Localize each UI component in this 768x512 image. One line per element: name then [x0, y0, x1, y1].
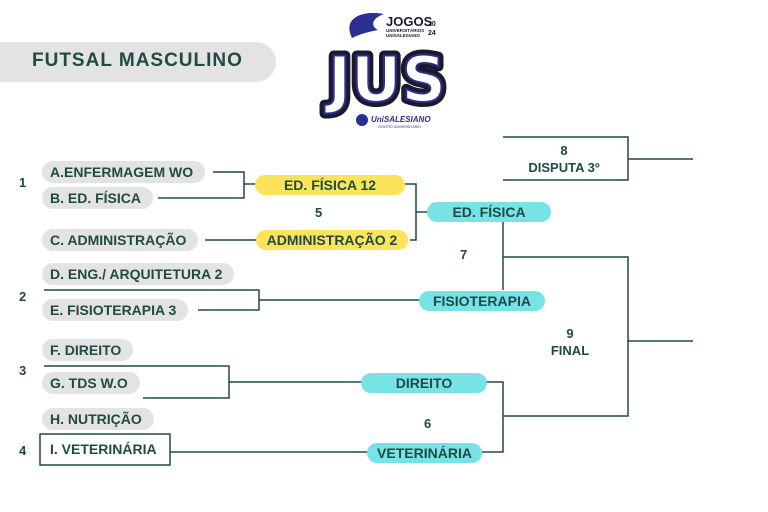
svg-text:JUS: JUS: [324, 43, 446, 116]
third-place-label: DISPUTA 3º: [528, 160, 600, 175]
svg-text:24: 24: [428, 30, 436, 37]
winner-edfisica: ED. FÍSICA: [427, 202, 551, 222]
title-banner: [0, 42, 276, 82]
group-number-3: 3: [19, 363, 27, 378]
winner-veterinaria: VETERINÁRIA: [367, 443, 482, 463]
group-number-2: 2: [19, 289, 27, 304]
team-c: C. ADMINISTRAÇÃO: [42, 229, 199, 251]
match-8-label: 8 DISPUTA 3º: [514, 142, 614, 176]
match-number-7: 7: [460, 247, 468, 262]
team-d: D. ENG./ ARQUITETURA 2: [42, 263, 235, 285]
svg-text:UniSALESIANO: UniSALESIANO: [371, 115, 431, 124]
page-title: FUTSAL MASCULINO: [32, 50, 243, 71]
team-g: G. TDS W.O: [42, 372, 140, 394]
team-i: I. VETERINÁRIA: [50, 441, 157, 457]
final-label: FINAL: [550, 343, 590, 358]
svg-text:CENTRO UNIVERSITÁRIO: CENTRO UNIVERSITÁRIO: [378, 125, 421, 129]
group-number-1: 1: [19, 175, 27, 190]
team-f: F. DIREITO: [42, 339, 134, 361]
match-number-8: 8: [560, 143, 568, 158]
jus-logo: JOGOS UNIVERSITÁRIOS UNISALESIANO 20 24 …: [319, 13, 451, 129]
winner-direito: DIREITO: [361, 373, 487, 393]
svg-text:JOGOS: JOGOS: [386, 14, 433, 29]
svg-text:20: 20: [428, 21, 436, 28]
match-number-6: 6: [424, 416, 432, 431]
winner-fisioterapia: FISIOTERAPIA: [419, 291, 545, 311]
team-a: A.ENFERMAGEM WO: [42, 161, 206, 183]
group-number-4: 4: [19, 443, 27, 458]
match-number-9: 9: [566, 326, 574, 341]
svg-text:UNIVERSITÁRIOS: UNIVERSITÁRIOS: [386, 27, 424, 33]
svg-text:JUS: JUS: [324, 43, 446, 116]
svg-text:UNISALESIANO: UNISALESIANO: [386, 33, 421, 38]
team-e: E. FISIOTERAPIA 3: [42, 299, 189, 321]
team-h: H. NUTRIÇÃO: [42, 408, 154, 430]
team-b: B. ED. FÍSICA: [42, 187, 154, 209]
winner-administracao2: ADMINISTRAÇÃO 2: [256, 230, 408, 250]
match-number-5: 5: [315, 205, 323, 220]
match-9-label: 9 FINAL: [520, 325, 620, 359]
winner-edfisica12: ED. FÍSICA 12: [255, 175, 405, 195]
